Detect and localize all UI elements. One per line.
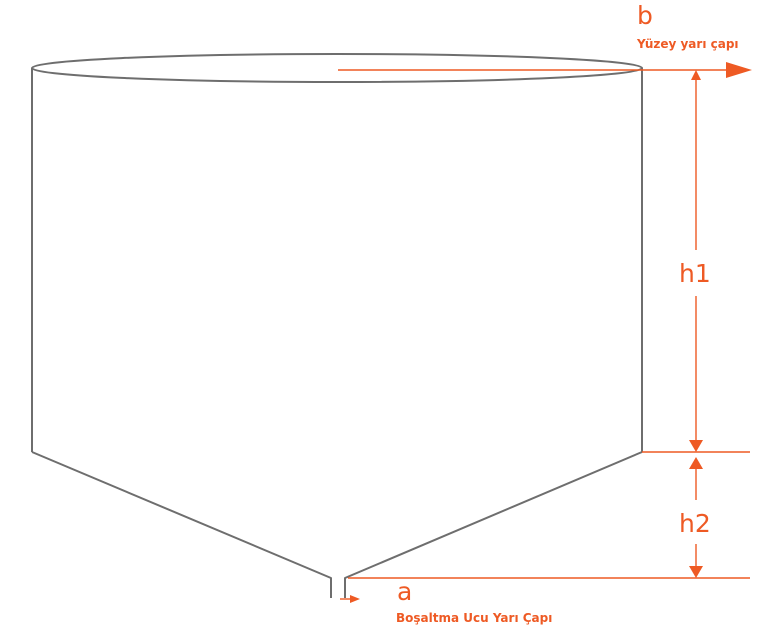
surface-radius-indicator: [338, 62, 752, 78]
h2-top-arrowhead: [689, 457, 703, 469]
outlet-radius-indicator: [340, 595, 360, 603]
h1-bottom-arrowhead: [689, 440, 703, 452]
label-b: b: [637, 1, 653, 30]
label-a: a: [397, 577, 412, 606]
surface-radius-arrowhead: [726, 62, 752, 78]
label-h1: h1: [679, 259, 711, 288]
tank-cone-right: [344, 451, 643, 598]
h2-dimension: [689, 457, 703, 578]
label-h2: h2: [679, 509, 711, 538]
tank-top-rim: [31, 53, 643, 83]
label-outlet-radius: Boşaltma Ucu Yarı Çapı: [396, 611, 552, 625]
outlet-radius-arrowhead: [350, 595, 360, 603]
h1-top-arrowhead: [691, 70, 701, 80]
h2-bottom-arrowhead: [689, 566, 703, 578]
tank: [31, 53, 643, 598]
h1-dimension: [689, 70, 703, 452]
tank-cone-left: [31, 451, 332, 598]
label-surface-radius: Yüzey yarı çapı: [636, 37, 739, 51]
